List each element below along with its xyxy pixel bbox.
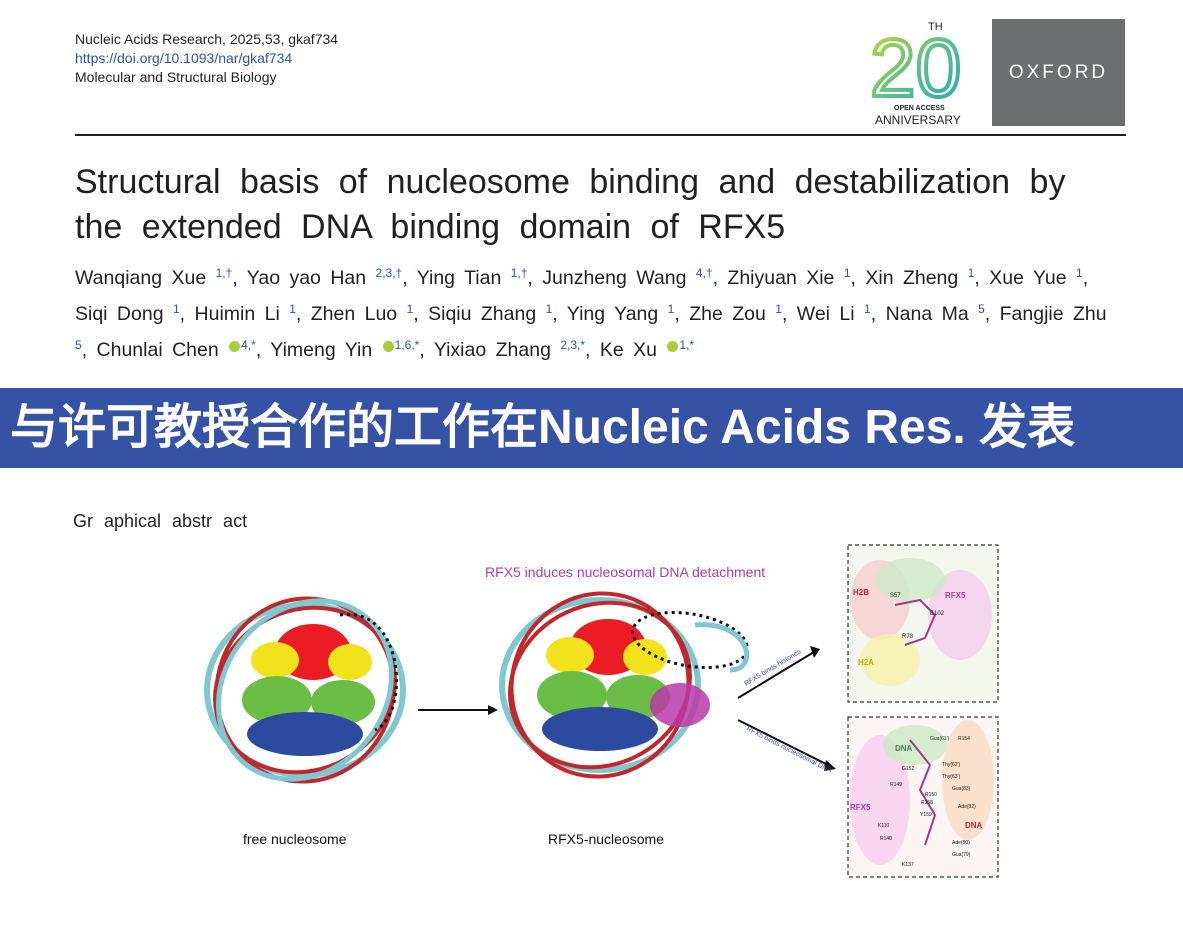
author-name[interactable]: Xue Yue bbox=[989, 267, 1067, 289]
anniversary-logo: 20 TH OPEN ACCESS ANNIVERSARY bbox=[868, 21, 963, 127]
author-affiliation: 1,† bbox=[510, 266, 528, 280]
article-title: Structural basis of nucleosome binding a… bbox=[75, 163, 1066, 246]
author-affiliation: 1,6,* bbox=[394, 338, 420, 352]
author-name[interactable]: Fangjie Zhu bbox=[999, 303, 1107, 325]
article-metadata: Nucleic Acids Research, 2025,53, gkaf734… bbox=[75, 30, 338, 87]
author-affiliation: 1 bbox=[843, 266, 851, 280]
author-affiliation: 1 bbox=[775, 302, 782, 316]
panel-residue-label: Gua(79) bbox=[952, 852, 971, 858]
anniversary-sub2: ANNIVERSARY bbox=[875, 113, 961, 127]
author-affiliation: 1 bbox=[172, 302, 180, 316]
graphical-abstract-figure: RFX5 induces nucleosomal DNA detachment … bbox=[204, 544, 999, 878]
panel-residue-label: K137 bbox=[902, 862, 914, 868]
author-name[interactable]: Yixiao Zhang bbox=[433, 339, 551, 361]
author-name[interactable]: Ying Yang bbox=[566, 303, 659, 325]
author-name[interactable]: Junzheng Wang bbox=[542, 267, 687, 289]
panel-residue-label: Thy(63') bbox=[942, 774, 961, 780]
panel-residue-label: Thy(62') bbox=[942, 762, 961, 768]
panel-residue-label: Gua(83) bbox=[952, 786, 971, 792]
author-name[interactable]: Yao yao Han bbox=[246, 267, 367, 289]
author-name[interactable]: Siqiu Zhang bbox=[428, 303, 537, 325]
panel-residue-label: R158 bbox=[921, 800, 933, 806]
author-name[interactable]: Zhiyuan Xie bbox=[727, 267, 835, 289]
oxford-logo-text: OXFORD bbox=[1008, 61, 1109, 83]
author-name[interactable]: Ying Tian bbox=[416, 267, 502, 289]
journal-line: Nucleic Acids Research, 2025,53, gkaf734 bbox=[75, 31, 339, 47]
free-dna-dotted-loop bbox=[339, 613, 399, 732]
dna-contact-panel: DNARFX5DNAGua(61')R154Thy(62')G152Thy(63… bbox=[847, 716, 999, 878]
author-name[interactable]: Wei Li bbox=[796, 303, 855, 325]
author-name[interactable]: Ke Xu bbox=[599, 339, 657, 361]
author-affiliation: 4,† bbox=[695, 266, 713, 280]
panel-residue-label: H2A bbox=[858, 658, 874, 667]
arrow-label-histones: RFX5 binds histones bbox=[743, 648, 802, 688]
panel-residue-label: R150 bbox=[925, 792, 937, 798]
author-name[interactable]: Wanqiang Xue bbox=[75, 267, 207, 289]
panel-residue-label: E102 bbox=[930, 611, 945, 617]
author-name[interactable]: Huimin Li bbox=[194, 303, 280, 325]
author-name[interactable]: Xin Zheng bbox=[865, 267, 959, 289]
doi-link[interactable]: https://doi.org/10.1093/nar/gkaf734 bbox=[75, 50, 293, 66]
anniversary-number: 20 bbox=[870, 23, 961, 114]
panel-residue-label: R149 bbox=[890, 782, 902, 788]
panel-residue-label: K110 bbox=[878, 823, 890, 829]
author-affiliation: 2,3,* bbox=[560, 338, 586, 352]
panel-residue-label: R154 bbox=[958, 736, 970, 742]
author-affiliation: 5 bbox=[978, 302, 985, 316]
orcid-icon[interactable] bbox=[382, 341, 394, 352]
author-list: Wanqiang Xue 1,†, Yao yao Han 2,3,†, Yin… bbox=[75, 266, 1107, 361]
author-affiliation: 1 bbox=[545, 302, 553, 316]
author-affiliation: 2,3,† bbox=[375, 266, 403, 280]
panel-residue-label: S57 bbox=[890, 593, 901, 599]
anniversary-sub1: OPEN ACCESS bbox=[894, 105, 945, 112]
caption-rfx5-nucleosome: RFX5-nucleosome bbox=[548, 831, 664, 847]
author-name[interactable]: Chunlai Chen bbox=[96, 339, 219, 361]
panel-residue-label: Y159 bbox=[920, 812, 932, 818]
panel-residue-label: DNA bbox=[895, 744, 913, 753]
panel-residue-label: Ade(82) bbox=[958, 804, 976, 810]
panel-residue-label: RFX5 bbox=[850, 803, 871, 812]
author-affiliation: 1,† bbox=[215, 266, 233, 280]
author-name[interactable]: Yimeng Yin bbox=[270, 339, 373, 361]
graphical-abstract-label: Gr aphical abstr act bbox=[73, 511, 248, 531]
panel-residue-label: R140 bbox=[880, 836, 892, 842]
panel-residue-label: H2B bbox=[853, 588, 869, 597]
author-affiliation: 1 bbox=[1076, 266, 1083, 280]
rfx5-nucleosome-model bbox=[499, 591, 710, 779]
author-affiliation: 1 bbox=[967, 266, 975, 280]
author-name[interactable]: Nana Ma bbox=[885, 303, 969, 325]
announcement-banner: 与许可教授合作的工作在Nucleic Acids Res. 发表 bbox=[0, 388, 1183, 468]
panel-residue-label: Gua(61') bbox=[930, 736, 950, 742]
author-affiliation: 1 bbox=[289, 302, 296, 316]
panel-residue-label: DNA bbox=[965, 821, 983, 830]
oxford-logo: OXFORD bbox=[992, 19, 1125, 126]
author-affiliation: 1 bbox=[864, 302, 871, 316]
panel-residue-label: RFX5 bbox=[945, 591, 966, 600]
author-affiliation: 1,* bbox=[679, 338, 695, 352]
panel-residue-label: G152 bbox=[902, 766, 914, 772]
author-affiliation: 5 bbox=[75, 338, 82, 352]
author-affiliation: 1 bbox=[667, 302, 675, 316]
header-divider bbox=[75, 134, 1126, 136]
caption-free-nucleosome: free nucleosome bbox=[243, 831, 347, 847]
arrow-label-dna: RFX5 binds nucleosomal DNA bbox=[745, 726, 833, 775]
author-affiliation: 1 bbox=[406, 302, 414, 316]
panel-residue-label: R78 bbox=[902, 634, 914, 640]
author-name[interactable]: Siqi Dong bbox=[75, 303, 164, 325]
section-label: Molecular and Structural Biology bbox=[75, 69, 277, 85]
author-name[interactable]: Zhe Zou bbox=[689, 303, 766, 325]
orcid-icon[interactable] bbox=[229, 341, 241, 352]
free-nucleosome-model bbox=[204, 596, 406, 784]
anniversary-th: TH bbox=[928, 21, 943, 33]
author-name[interactable]: Zhen Luo bbox=[310, 303, 398, 325]
ga-header: RFX5 induces nucleosomal DNA detachment bbox=[485, 564, 765, 580]
panel-residue-label: Ade(80) bbox=[952, 840, 970, 846]
author-affiliation: 4,* bbox=[241, 338, 256, 352]
orcid-icon[interactable] bbox=[667, 341, 679, 352]
